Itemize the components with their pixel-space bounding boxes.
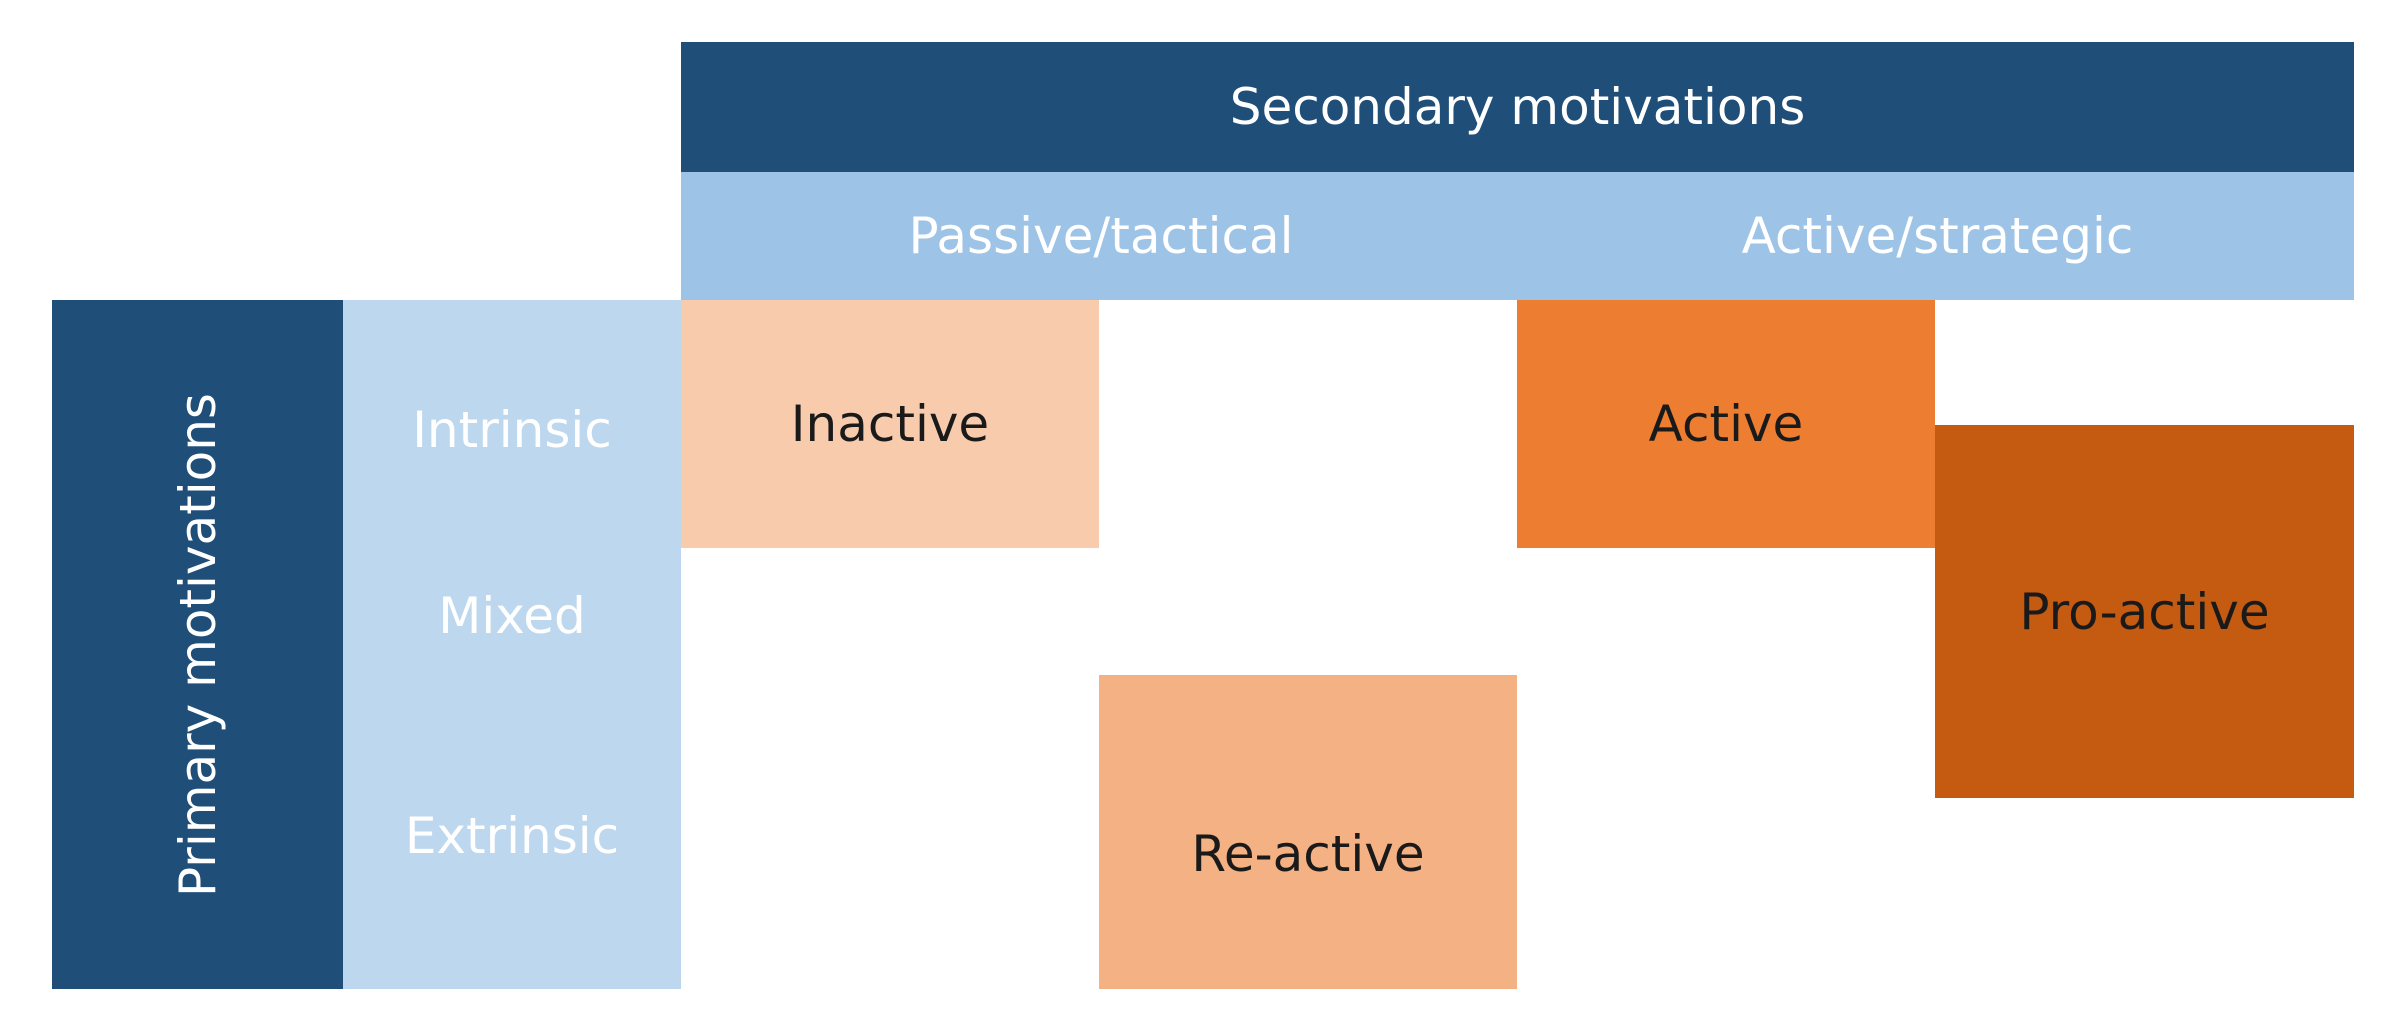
column-label-passive-tactical: Passive/tactical <box>908 207 1294 265</box>
category-proactive: Pro-active <box>1935 425 2354 798</box>
column-header-active-strategic: Active/strategic <box>1521 172 2354 300</box>
secondary-subheader-strip <box>681 172 2354 300</box>
row-label-mixed: Mixed <box>438 587 586 645</box>
row-label-extrinsic: Extrinsic <box>404 807 620 865</box>
column-label-active-strategic: Active/strategic <box>1741 207 2134 265</box>
secondary-motivations-header: Secondary motivations <box>681 42 2354 172</box>
category-inactive-label: Inactive <box>790 395 990 453</box>
category-active-label: Active <box>1648 395 1804 453</box>
row-label-intrinsic: Intrinsic <box>412 401 612 459</box>
category-reactive-label: Re-active <box>1191 825 1425 883</box>
primary-motivations-title: Primary motivations <box>168 392 227 897</box>
category-inactive: Inactive <box>681 300 1099 548</box>
primary-motivations-bar: Primary motivations <box>52 300 343 989</box>
row-label-column <box>343 300 681 989</box>
category-proactive-label: Pro-active <box>2019 582 2270 641</box>
category-reactive: Re-active <box>1099 675 1517 989</box>
category-active: Active <box>1517 300 1935 548</box>
column-header-passive-tactical: Passive/tactical <box>681 172 1521 300</box>
secondary-motivations-title: Secondary motivations <box>1229 78 1806 136</box>
